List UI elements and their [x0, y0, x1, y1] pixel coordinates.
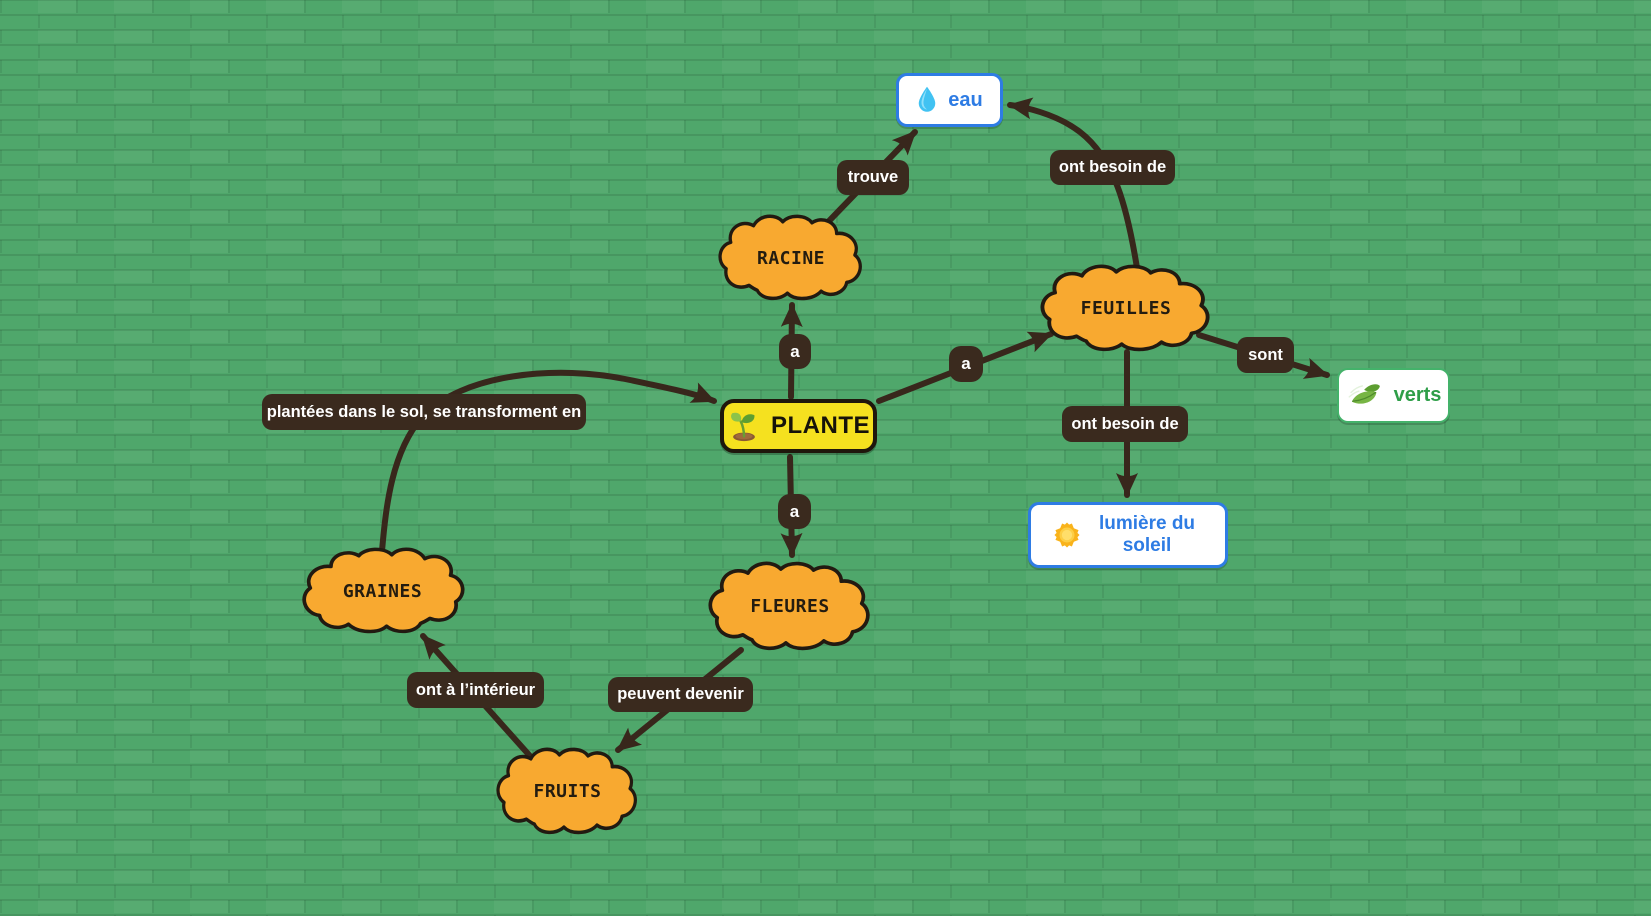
edge-label-plantees-dans-le-sol[interactable]: plantées dans le sol, se transforment en — [262, 394, 586, 430]
edge-feuilles-eau — [1007, 97, 1140, 271]
concept-node-label: eau — [948, 88, 983, 111]
cloud-shape — [708, 561, 870, 651]
cloud-shape — [718, 214, 862, 301]
concept-node-graines[interactable]: GRAINES — [300, 546, 465, 634]
edge-label-ont-a-l-interieur[interactable]: ont à l’intérieur — [407, 672, 544, 708]
edge-label-a-fleures[interactable]: a — [778, 494, 811, 529]
concept-node-feuilles[interactable]: FEUILLES — [1040, 263, 1212, 352]
water-drop-icon — [919, 86, 936, 112]
cloud-shape — [1040, 264, 1210, 352]
concept-node-label: FEUILLES — [1080, 298, 1172, 319]
concept-node-plante[interactable]: PLANTE — [720, 399, 877, 453]
edge-label-ont-besoin-de-lumiere[interactable]: ont besoin de — [1062, 406, 1188, 442]
concept-node-racine[interactable]: RACINE — [718, 213, 864, 301]
concept-node-label: lumière du soleil — [1098, 513, 1196, 556]
seedling-icon — [731, 412, 755, 442]
edge-label-peuvent-devenir[interactable]: peuvent devenir — [608, 677, 753, 712]
concept-node-verts[interactable]: verts — [1337, 368, 1450, 423]
concept-node-eau[interactable]: eau — [896, 73, 1003, 127]
concept-node-label: RACINE — [756, 247, 826, 269]
edge-label-a-feuilles[interactable]: a — [949, 346, 983, 382]
leaves-icon — [1348, 383, 1380, 404]
concept-node-label: verts — [1393, 384, 1442, 406]
concept-node-lumiere-du-soleil[interactable]: lumière du soleil — [1028, 502, 1228, 568]
concept-node-label: GRAINES — [342, 580, 423, 602]
edge-label-trouve[interactable]: trouve — [837, 160, 909, 195]
concept-node-label: FRUITS — [533, 781, 602, 802]
concept-node-fruits[interactable]: FRUITS — [496, 746, 639, 835]
edge-label-ont-besoin-de-eau[interactable]: ont besoin de — [1050, 150, 1175, 185]
edge-label-sont[interactable]: sont — [1237, 337, 1294, 373]
cloud-shape — [496, 747, 637, 835]
concept-node-fleures[interactable]: FLEURES — [708, 560, 872, 651]
concept-node-label: FLEURES — [750, 596, 830, 617]
cloud-shape — [302, 547, 465, 634]
sun-icon — [1054, 522, 1080, 548]
concept-node-label: PLANTE — [771, 412, 870, 439]
edge-label-a-racine[interactable]: a — [779, 334, 811, 369]
